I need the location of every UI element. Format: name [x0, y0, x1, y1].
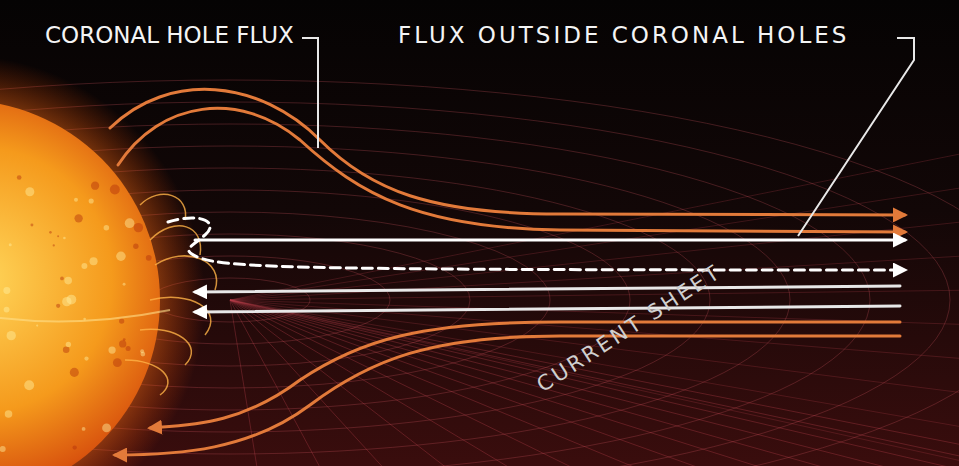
sun-granule: [133, 243, 138, 248]
sun-granule: [140, 352, 145, 357]
sun-granule: [110, 184, 120, 194]
sun-granule: [119, 318, 124, 323]
sun-granule: [66, 295, 76, 305]
sun-granule: [17, 175, 22, 180]
grid-line: [230, 185, 959, 300]
sun-granule: [134, 223, 143, 232]
leader-line: [302, 38, 318, 148]
sun-granule: [90, 257, 98, 265]
sun-granule: [57, 235, 59, 237]
sun-granule: [91, 182, 99, 190]
sun-granule: [30, 224, 33, 227]
sun-granule: [126, 346, 131, 351]
coronal-loops: [125, 194, 217, 395]
sun-granule: [70, 368, 79, 377]
sun-granule: [74, 214, 82, 222]
sun-granule: [116, 252, 126, 262]
sun-granule: [74, 198, 78, 202]
equator-line: [0, 310, 170, 321]
sun-texture: [0, 142, 152, 466]
outside-flux-line: [195, 239, 905, 242]
sun-granule: [53, 244, 55, 246]
sun-granule: [24, 380, 34, 390]
sun-granule: [7, 331, 16, 340]
sun-granule: [0, 446, 6, 452]
sun-granule: [56, 304, 60, 308]
field-lines: [110, 89, 905, 455]
sun-granule: [82, 427, 86, 431]
leader-line: [798, 38, 914, 236]
sun-granule: [63, 237, 66, 240]
sun-granule: [102, 423, 111, 432]
callout-label: FLUX OUTSIDE CORONAL HOLES: [398, 24, 849, 47]
sun-granule: [5, 410, 13, 418]
sun-granule: [66, 342, 71, 347]
sun-granule: [81, 263, 87, 269]
outside-flux-return-line: [195, 306, 900, 312]
sun: [0, 100, 160, 466]
callout-label: CORONAL HOLE FLUX: [45, 24, 294, 47]
grid-line: [230, 300, 959, 430]
coronal-hole-flux-line: [115, 336, 900, 455]
sun-granule: [104, 225, 110, 231]
sun-granule: [60, 277, 64, 281]
sun-granule: [119, 340, 126, 347]
sun-granule: [123, 283, 126, 286]
grid-line: [230, 255, 959, 300]
sun-granule: [125, 218, 135, 228]
sun-granule: [84, 356, 88, 360]
coronal-hole-flux-line: [110, 89, 905, 215]
outside-flux-dashed-line: [168, 218, 905, 270]
sun-granule: [108, 346, 115, 353]
leader-lines: [302, 38, 914, 236]
grid-line: [230, 300, 470, 466]
sun-granule: [36, 325, 38, 327]
sun-granule: [3, 287, 10, 294]
outside-flux-return-line: [195, 286, 900, 292]
sun-granule: [63, 346, 70, 353]
sun-granule: [9, 243, 12, 246]
sun-granule: [4, 307, 10, 313]
sun-granule: [25, 187, 34, 196]
sun-granule: [113, 358, 122, 367]
sun-granule: [49, 231, 52, 234]
sun-granule: [64, 277, 72, 285]
sun-granule: [146, 255, 152, 261]
sun-granule: [73, 445, 77, 449]
sun-granule: [89, 198, 94, 203]
